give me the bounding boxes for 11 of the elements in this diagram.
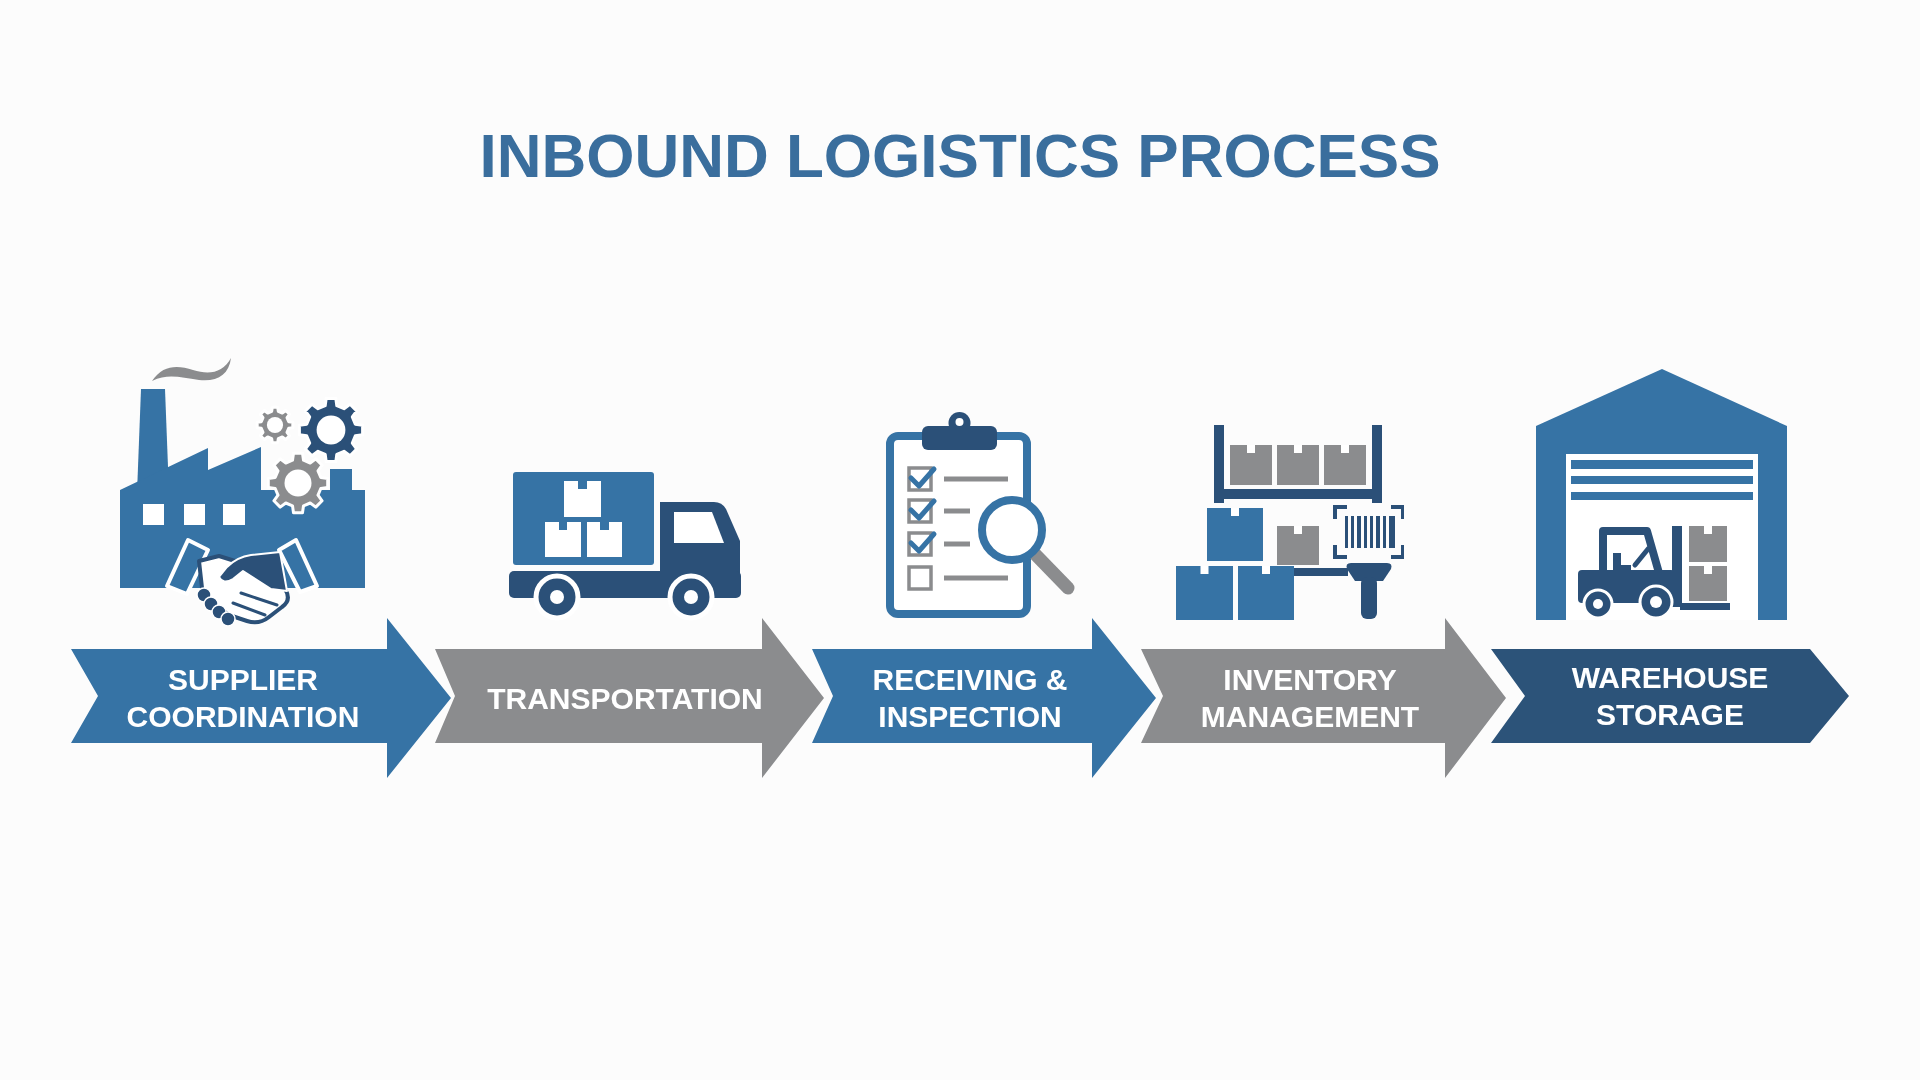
- step-label: WAREHOUSE STORAGE: [1571, 661, 1769, 731]
- step-label: SUPPLIER COORDINATION: [126, 663, 360, 733]
- process-step: [435, 618, 824, 778]
- process-step: [71, 618, 451, 778]
- process-step: [812, 618, 1156, 778]
- title: INBOUND LOGISTICS PROCESS: [479, 125, 1441, 187]
- process-step: [1491, 649, 1849, 743]
- process-step: [1141, 618, 1506, 778]
- step-label: TRANSPORTATION: [487, 681, 763, 715]
- step-label: RECEIVING & INSPECTION: [872, 663, 1068, 733]
- step-label: INVENTORY MANAGEMENT: [1200, 663, 1420, 733]
